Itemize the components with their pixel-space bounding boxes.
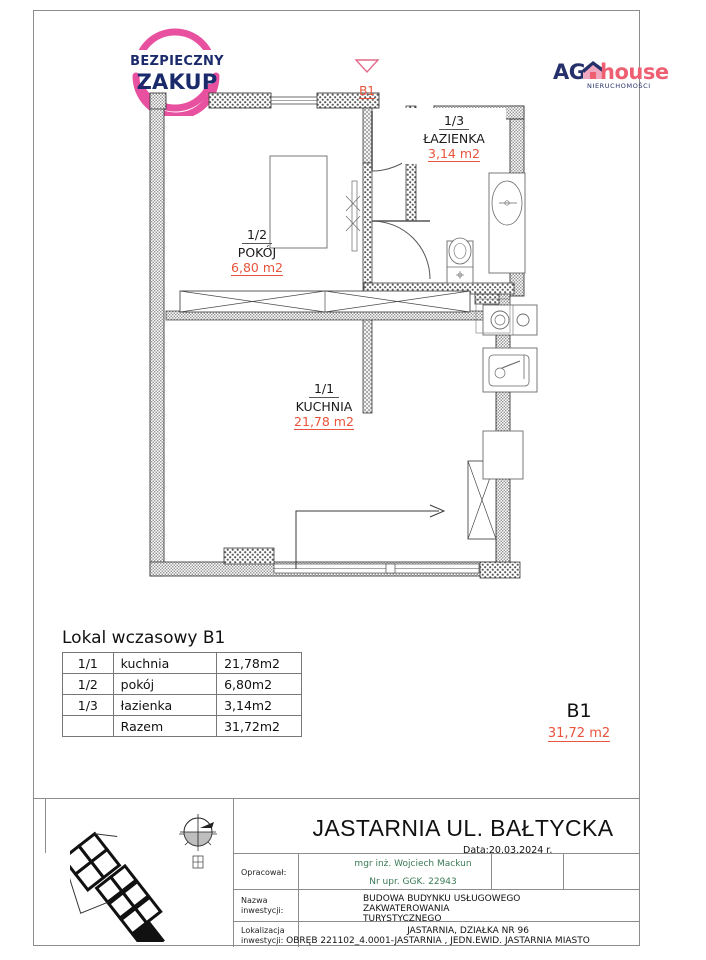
compass-rose-icon bbox=[179, 814, 217, 869]
location-line-1: JASTARNIA, DZIAŁKA NR 96 bbox=[407, 926, 529, 936]
tb-hline-3 bbox=[233, 921, 640, 922]
location-label-1: Lokalizacja bbox=[241, 926, 285, 935]
room-label-kuchnia: 1/1 KUCHNIA 21,78 m2 bbox=[265, 378, 383, 430]
tb-hline-1 bbox=[233, 853, 640, 854]
window-pokoj bbox=[179, 290, 471, 313]
location-label-2: inwestycji: bbox=[241, 936, 284, 945]
cell-name: pokój bbox=[112, 673, 218, 695]
room-schedule-title: Lokal wczasowy B1 bbox=[62, 628, 226, 648]
triangle-marker-icon bbox=[354, 59, 380, 74]
highlighted-unit bbox=[131, 920, 165, 942]
location-line-2: OBRĘB 221102_4.0001-JASTARNIA , JEDN.EWI… bbox=[286, 936, 590, 946]
room-label-lazienka: 1/3 ŁAZIENKA 3,14 m2 bbox=[402, 108, 506, 164]
room-label-kuchnia-name: KUCHNIA bbox=[295, 399, 353, 414]
cell-code: 1/1 bbox=[62, 652, 114, 674]
room-label-kuchnia-code: 1/1 bbox=[308, 381, 340, 398]
cell-area: 6,80m2 bbox=[216, 673, 302, 695]
entry-marker-label: B1 bbox=[359, 84, 375, 99]
room-label-lazienka-area: 3,14 m2 bbox=[428, 146, 480, 162]
cell-name: Razem bbox=[112, 715, 218, 737]
floor-plan-drawing bbox=[149, 92, 538, 579]
author-license: Nr upr. GGK. 22943 bbox=[369, 877, 457, 887]
house-icon bbox=[582, 61, 604, 79]
room-label-pokoj-area: 6,80 m2 bbox=[231, 260, 283, 276]
tb-divider-labels bbox=[298, 853, 299, 947]
investment-line-1: BUDOWA BUDYNKU USŁUGOWEGO bbox=[363, 894, 521, 904]
investment-label-2: inwestycji: bbox=[241, 906, 284, 915]
project-title: JASTARNIA UL. BAŁTYCKA bbox=[312, 815, 614, 841]
title-block: JASTARNIA UL. BAŁTYCKA Data:20.03.2024 r… bbox=[33, 798, 640, 947]
cell-area: 3,14m2 bbox=[216, 694, 302, 716]
investment-line-2: ZAKWATEROWANIA bbox=[363, 904, 450, 914]
unit-label: B1 bbox=[566, 700, 592, 722]
tb-divider-left bbox=[233, 799, 234, 947]
pokoj-furniture bbox=[269, 155, 328, 249]
unit-area: 31,72 m2 bbox=[547, 726, 611, 742]
room-label-pokoj-name: POKÓJ bbox=[237, 245, 277, 260]
room-label-lazienka-code: 1/3 bbox=[438, 113, 470, 130]
tb-divider-b bbox=[563, 853, 564, 889]
cell-name: kuchnia bbox=[112, 652, 218, 674]
pokoj-door bbox=[345, 180, 361, 252]
bathroom-fixtures bbox=[446, 172, 526, 284]
badge-line1: BEZPIECZNY bbox=[130, 54, 224, 69]
cell-name: łazienka bbox=[112, 694, 218, 716]
room-schedule-table: 1/1 kuchnia 21,78m2 1/2 pokój 6,80m2 1/3… bbox=[62, 652, 302, 737]
cell-area: 31,72m2 bbox=[216, 715, 302, 737]
cell-code bbox=[62, 715, 114, 737]
direction-arrow bbox=[295, 504, 446, 569]
tb-divider-a bbox=[491, 853, 492, 889]
site-plan-thumbnail bbox=[70, 814, 217, 942]
cell-code: 1/2 bbox=[62, 673, 114, 695]
room-label-pokoj: 1/2 POKÓJ 6,80 m2 bbox=[202, 224, 312, 276]
project-date: Data:20.03.2024 r. bbox=[463, 845, 553, 856]
room-schedule: Lokal wczasowy B1 1/1 kuchnia 21,78m2 1/… bbox=[62, 628, 302, 737]
table-row: 1/2 pokój 6,80m2 bbox=[62, 673, 302, 695]
investment-label-1: Nazwa bbox=[241, 896, 268, 905]
sheet-frame bbox=[33, 10, 640, 946]
cell-code: 1/3 bbox=[62, 694, 114, 716]
window-bottom-strip bbox=[273, 563, 480, 574]
author-name: mgr inż. Wojciech Mackun bbox=[354, 859, 472, 869]
kitchen-fixtures bbox=[475, 298, 538, 480]
logo-text-ag: AG bbox=[553, 60, 586, 84]
tb-divider-edge bbox=[45, 799, 46, 853]
entry-marker: B1 bbox=[345, 58, 389, 100]
room-label-pokoj-code: 1/2 bbox=[241, 227, 273, 244]
ag-house-logo: AG house NIERUCHOMOŚCI bbox=[553, 56, 669, 98]
logo-subtitle: NIERUCHOMOŚCI bbox=[587, 82, 651, 90]
badge-line2: ZAKUP bbox=[136, 70, 218, 94]
bezpieczny-zakup-badge: BEZPIECZNY ZAKUP bbox=[112, 28, 238, 116]
table-row: 1/1 kuchnia 21,78m2 bbox=[62, 652, 302, 674]
unit-summary: B1 31,72 m2 bbox=[524, 700, 634, 742]
site-building-outline bbox=[70, 831, 165, 942]
room-label-kuchnia-area: 21,78 m2 bbox=[294, 414, 354, 430]
cell-area: 21,78m2 bbox=[216, 652, 302, 674]
tb-hline-2 bbox=[233, 889, 640, 890]
bathroom-door bbox=[371, 220, 431, 280]
table-row-total: Razem 31,72m2 bbox=[62, 715, 302, 737]
table-row: 1/3 łazienka 3,14m2 bbox=[62, 694, 302, 716]
investment-line-3: TURYSTYCZNEGO bbox=[363, 914, 442, 924]
room-label-lazienka-name: ŁAZIENKA bbox=[423, 131, 485, 146]
author-label: Opracował: bbox=[241, 868, 287, 877]
logo-text-house: house bbox=[600, 60, 669, 84]
